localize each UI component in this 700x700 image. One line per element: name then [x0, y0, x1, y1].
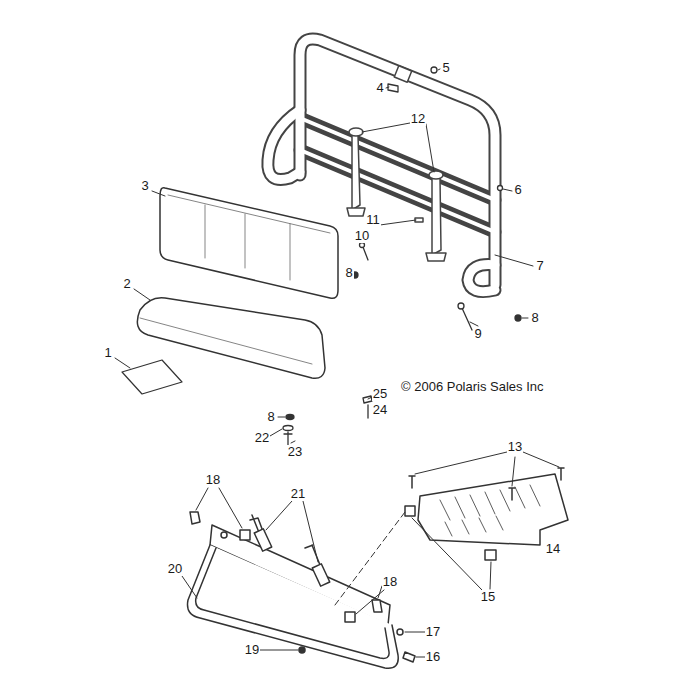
- callout-number: 18: [205, 473, 221, 487]
- callout-number: 13: [507, 440, 523, 454]
- callout-number: 2: [122, 277, 131, 291]
- seat-base-plate: [405, 468, 568, 560]
- callout-number: 22: [254, 431, 270, 445]
- callout-number: 21: [290, 487, 306, 501]
- callout-number: 23: [287, 445, 303, 459]
- callout-number: 12: [410, 112, 426, 126]
- callout-number: 16: [425, 650, 441, 664]
- callout-number: 18: [382, 575, 398, 589]
- callout-number: 17: [425, 625, 441, 639]
- decal: [122, 360, 182, 394]
- seat-base-frame: [188, 512, 416, 668]
- callout-number: 24: [372, 403, 388, 417]
- callout-number: 3: [140, 179, 149, 193]
- callout-number: 9: [473, 327, 482, 341]
- callout-number: 8: [344, 266, 353, 280]
- copyright-note: © 2006 Polaris Sales Inc: [400, 380, 545, 394]
- callout-number: 20: [167, 562, 183, 576]
- seat-uprights: [347, 128, 446, 261]
- dashed-guide: [335, 512, 405, 605]
- callout-number: 4: [375, 81, 384, 95]
- callout-number: 1: [103, 346, 112, 360]
- callout-number: 19: [244, 643, 260, 657]
- callout-number: 7: [535, 259, 544, 273]
- callout-number: 14: [545, 542, 561, 556]
- callout-number: 8: [266, 410, 275, 424]
- callout-number: 25: [372, 387, 388, 401]
- callout-number: 15: [480, 590, 496, 604]
- callout-number: 11: [365, 213, 381, 227]
- callout-number: 10: [354, 229, 370, 243]
- seat-back: [160, 188, 338, 299]
- callout-number: 8: [530, 311, 539, 325]
- callout-number: 6: [513, 183, 522, 197]
- leader-lines: [115, 69, 559, 657]
- callout-number: 5: [441, 61, 450, 75]
